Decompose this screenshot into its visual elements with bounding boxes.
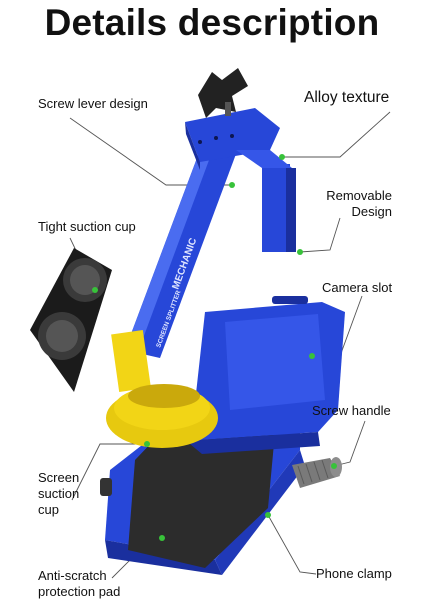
double-suction-cup [30, 248, 112, 392]
side-knob [100, 478, 112, 496]
leader-screen-cup [71, 443, 147, 501]
label-screw-lever: Screw lever design [38, 96, 148, 111]
camera-slot-notch [272, 296, 308, 304]
leader-alloy [282, 111, 391, 158]
label-pad-line2: protection pad [38, 584, 121, 599]
label-alloy-texture: Alloy texture [304, 89, 390, 106]
label-screen-cup-line3: cup [38, 502, 59, 517]
page-title: Details description [44, 2, 380, 43]
label-screen-cup-line1: Screen [38, 470, 80, 485]
label-screen-suction-cup: Screen suction cup [38, 470, 79, 518]
label-removable: Removable Design [300, 188, 392, 220]
label-camera-slot: Camera slot [322, 280, 393, 295]
phone-holder [190, 296, 345, 454]
label-screen-cup-line2: suction [38, 486, 80, 501]
label-removable-line1: Removable [326, 188, 392, 203]
star-knob-icon [198, 68, 248, 118]
marker-dots [92, 154, 337, 541]
top-block [185, 108, 296, 252]
label-screw-handle: Screw handle [312, 403, 391, 418]
yellow-suction-cup [106, 330, 218, 448]
label-phone-clamp: Phone clamp [316, 566, 392, 581]
label-tight-suction-cup: Tight suction cup [38, 219, 136, 234]
leader-phone-clamp [267, 514, 317, 575]
lever-arm [125, 150, 236, 358]
label-pad-line1: Anti-scratch [38, 568, 107, 583]
leader-removable [299, 217, 341, 253]
label-anti-scratch-pad: Anti-scratch protection pad [38, 568, 120, 600]
label-removable-line2: Design [351, 204, 392, 219]
